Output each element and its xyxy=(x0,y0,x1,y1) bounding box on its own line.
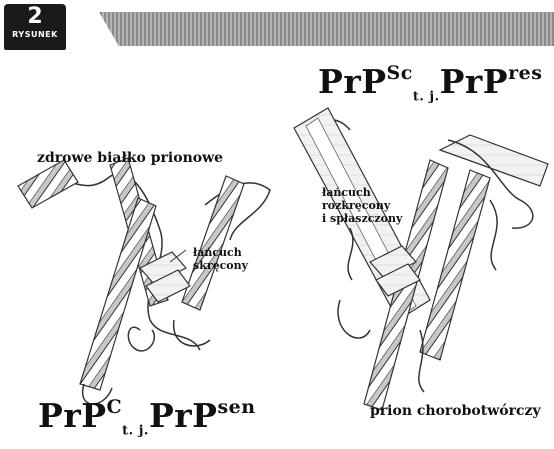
healthy-prion-caption: zdrowe białko prionowe xyxy=(37,150,223,166)
label-line: rozkręcony xyxy=(322,199,402,212)
name-superscript-2: res xyxy=(508,62,542,84)
name-base: PrP xyxy=(38,396,107,435)
label-line: łańcuch xyxy=(322,186,402,199)
name-superscript: Sc xyxy=(387,62,413,84)
helix-segment xyxy=(18,160,78,208)
healthy-prion-structure xyxy=(18,158,270,404)
label-line: i spłaszczony xyxy=(322,212,402,225)
name-base: PrP xyxy=(318,62,387,101)
name-superscript-2: sen xyxy=(217,396,255,418)
label-line: skręcony xyxy=(193,259,248,272)
pathogenic-prion-name: PrPSct. j.PrPres xyxy=(318,62,542,105)
helix-segment xyxy=(80,198,156,390)
healthy-prion-name: PrPCt. j.PrPsen xyxy=(38,396,256,439)
name-superscript: C xyxy=(107,396,123,418)
helix-segment xyxy=(182,176,244,310)
name-abbreviation: t. j. xyxy=(413,90,440,105)
pathogenic-prion-caption: prion chorobotwórczy xyxy=(370,403,541,419)
name-base-2: PrP xyxy=(440,62,509,101)
unwound-chain-label: łańcuch rozkręcony i spłaszczony xyxy=(322,186,402,225)
pathogenic-prion-structure xyxy=(294,108,548,410)
label-line: łańcuch xyxy=(193,246,248,259)
coiled-chain-label: łańcuch skręcony xyxy=(193,246,248,272)
name-base-2: PrP xyxy=(149,396,218,435)
name-abbreviation: t. j. xyxy=(122,424,149,439)
